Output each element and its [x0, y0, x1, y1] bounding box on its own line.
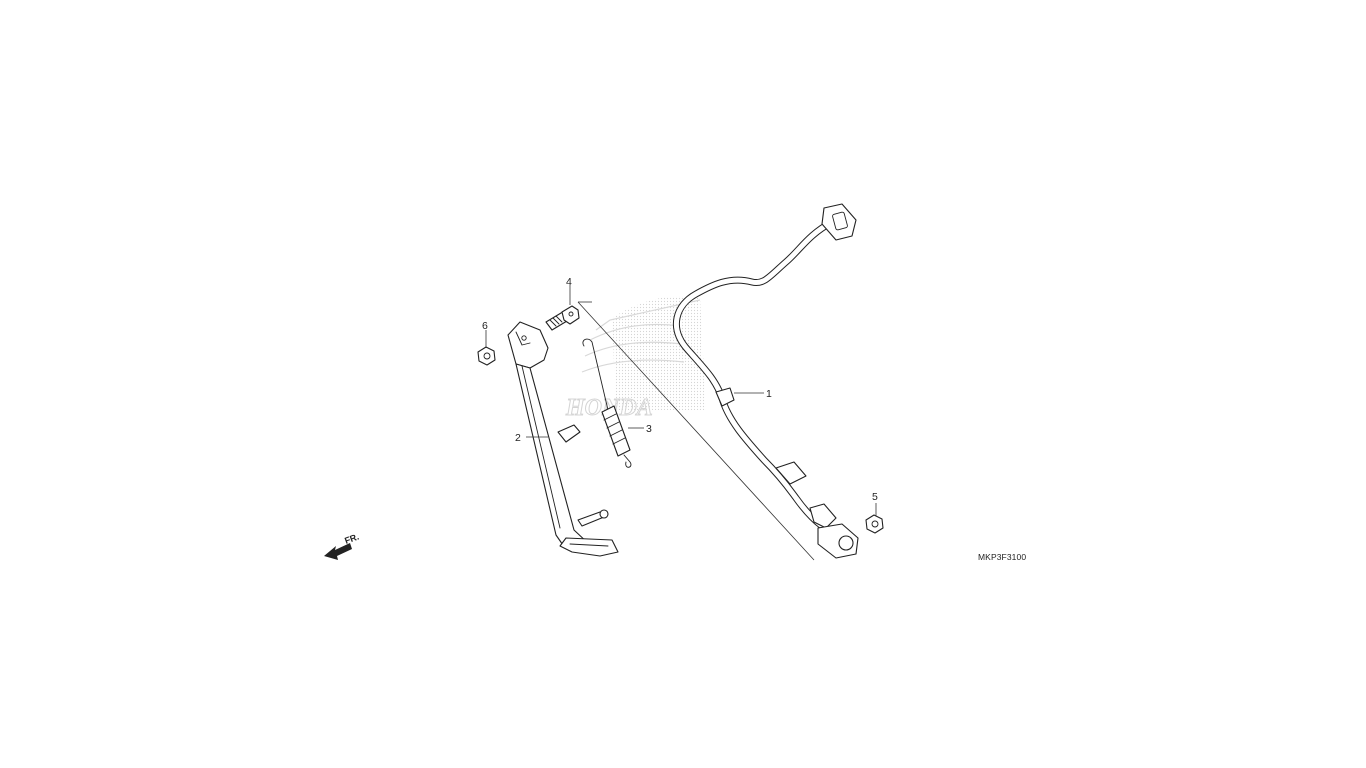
callout-5: 5 — [872, 491, 878, 503]
callout-1: 1 — [766, 388, 772, 400]
side-stand-part — [507, 321, 619, 557]
nut-part-5 — [865, 514, 884, 534]
spring-part-3 — [582, 338, 632, 468]
assembly-guide-lines — [577, 301, 815, 561]
diagram-code: MKP3F3100 — [978, 552, 1026, 562]
front-direction-arrow: FR. — [324, 532, 360, 560]
callout-leaders — [485, 285, 877, 516]
callout-3: 3 — [646, 423, 652, 435]
callout-2: 2 — [515, 432, 521, 444]
callout-6: 6 — [482, 320, 488, 332]
callout-4: 4 — [566, 276, 572, 288]
honda-wing-watermark: HONDA — [565, 296, 706, 422]
pivot-bolt-part-4 — [545, 305, 580, 331]
nut-part-6 — [477, 346, 496, 366]
side-stand-switch-part-1 — [673, 203, 859, 559]
front-direction-label: FR. — [343, 532, 360, 546]
callout-labels: 1 2 3 4 5 6 — [482, 276, 878, 503]
